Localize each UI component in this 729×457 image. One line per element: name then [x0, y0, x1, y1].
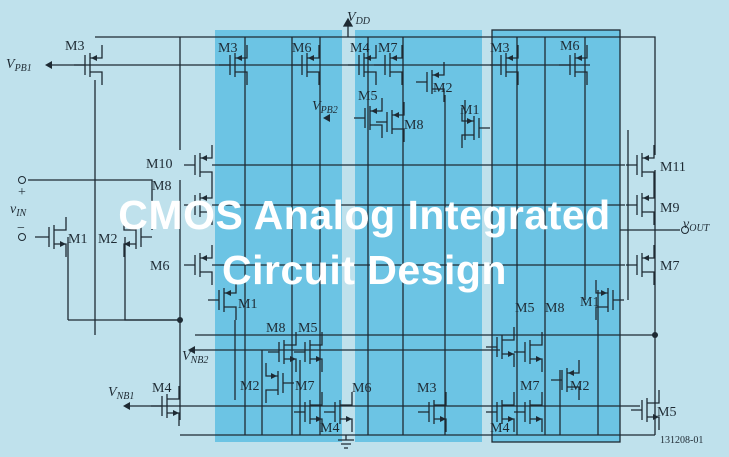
- vin-minus-label: −: [17, 221, 25, 236]
- vdd-label: VDD: [347, 10, 371, 27]
- transistor-label: M3: [490, 41, 509, 56]
- highlight-panel-3: [491, 29, 621, 443]
- wires: [28, 17, 680, 436]
- transistor-label: M3: [65, 39, 84, 54]
- vin-minus-terminal[interactable]: [18, 233, 26, 241]
- transistor-label: M6: [352, 381, 371, 396]
- vpb1-label: VPB1: [6, 57, 32, 74]
- vout-terminal[interactable]: [681, 226, 689, 234]
- vout-label: vOUT: [683, 217, 711, 234]
- title-line-2: Circuit Design: [222, 247, 507, 293]
- title-line-1: CMOS Analog Integrated: [118, 192, 611, 238]
- transistor-label: M2: [433, 81, 452, 96]
- transistor-label: M2: [98, 232, 117, 247]
- transistor-label: M11: [660, 160, 686, 175]
- transistor-label: M7: [295, 379, 314, 394]
- transistor-label: M10: [146, 157, 172, 172]
- vpb2-label: VPB2: [312, 99, 338, 116]
- transistor-labels: M3 M3 M6 M4 M7 M2 M5 M8 M1 M3 M6 M10 M11…: [65, 39, 686, 436]
- transistor-label: M1: [68, 232, 87, 247]
- transistor-label: M2: [570, 379, 589, 394]
- transistor-label: M5: [358, 89, 377, 104]
- transistor-label: M4: [152, 381, 171, 396]
- vnb2-label: VNB2: [182, 349, 208, 366]
- vin-plus-label: +: [18, 185, 26, 200]
- ground-icon: [338, 435, 354, 449]
- figure-id: 131208-01: [660, 435, 703, 446]
- transistor-label: M7: [378, 41, 397, 56]
- transistor-label: M3: [417, 381, 436, 396]
- vin-plus-terminal[interactable]: [18, 176, 26, 184]
- transistor-label: M9: [660, 201, 679, 216]
- transistor-label: M5: [298, 321, 317, 336]
- transistor-label: M1: [580, 295, 599, 310]
- transistor-label: M5: [657, 405, 676, 420]
- vin-label: vIN: [10, 202, 28, 219]
- transistor-label: M8: [152, 179, 171, 194]
- highlight-panel-2: [355, 30, 482, 442]
- transistor-label: M4: [350, 41, 369, 56]
- junction-dot: [177, 317, 183, 323]
- junction-dot: [652, 332, 658, 338]
- transistor-label: M6: [150, 259, 169, 274]
- transistor-label: M5: [515, 301, 534, 316]
- transistor-label: M6: [292, 41, 311, 56]
- transistor-label: M3: [218, 41, 237, 56]
- transistor-label: M2: [240, 379, 259, 394]
- transistor-label: M7: [520, 379, 539, 394]
- transistor-label: M4: [320, 421, 339, 436]
- transistor-label: M8: [266, 321, 285, 336]
- transistor-label: M8: [404, 118, 423, 133]
- transistor-label: M1: [238, 297, 257, 312]
- vnb1-label: VNB1: [108, 385, 134, 402]
- transistor-label: M1: [460, 103, 479, 118]
- transistor-label: M4: [490, 421, 509, 436]
- transistor-label: M8: [545, 301, 564, 316]
- transistor-label: M6: [560, 39, 579, 54]
- transistor-label: M7: [660, 259, 679, 274]
